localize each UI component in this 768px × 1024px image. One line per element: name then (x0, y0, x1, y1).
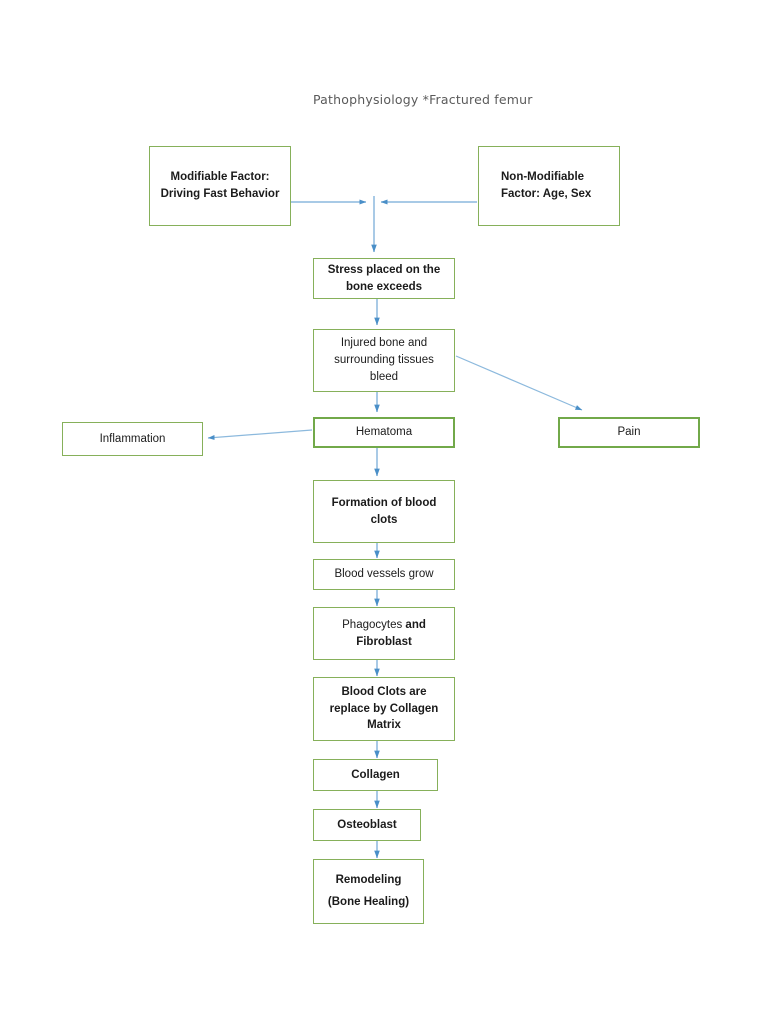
node-remodeling[interactable]: Remodeling (Bone Healing) (313, 859, 424, 924)
non-modifiable-factor-line-1: Non-Modifiable (501, 171, 585, 184)
modifiable-factor-line-2: Driving Fast Behavior (160, 188, 280, 200)
pain-label: Pain (617, 426, 641, 439)
edge-injured-bone-to-pain (455, 355, 583, 411)
page-title: Pathophysiology *Fractured femur (313, 92, 533, 107)
node-stress-on-bone[interactable]: Stress placed on the bone exceeds (313, 258, 455, 299)
collagen-label: Collagen (351, 768, 400, 781)
node-formation-of-blood-clots[interactable]: Formation of blood clots (313, 480, 455, 543)
phagocytes-regular-text: Phagocytes (342, 618, 406, 631)
node-osteoblast[interactable]: Osteoblast (313, 809, 421, 841)
node-pain[interactable]: Pain (558, 417, 700, 448)
collagen-matrix-label: Blood Clots are replace by Collagen Matr… (329, 685, 439, 732)
blood-vessels-grow-label: Blood vessels grow (334, 568, 434, 581)
edge-hematoma-to-inflammation (207, 429, 313, 440)
non-modifiable-factor-line-2: Factor: Age, Sex (501, 188, 592, 200)
injured-bone-label: Injured bone and surrounding tissues ble… (334, 337, 434, 383)
hematoma-label: Hematoma (355, 426, 413, 439)
node-collagen[interactable]: Collagen (313, 759, 438, 791)
osteoblast-label: Osteoblast (337, 818, 397, 831)
inflammation-label: Inflammation (99, 432, 166, 445)
node-non-modifiable-factor[interactable]: Non-Modifiable Factor: Age, Sex (478, 146, 620, 226)
stress-line-1: Stress placed on the (327, 263, 441, 276)
phagocytes-fibroblast-label: Phagocytes and Fibroblast (320, 617, 448, 650)
node-injured-bone[interactable]: Injured bone and surrounding tissues ble… (313, 329, 455, 392)
node-inflammation[interactable]: Inflammation (62, 422, 203, 456)
remodeling-line-1: Remodeling (335, 874, 402, 887)
formation-of-blood-clots-label: Formation of blood clots (331, 496, 437, 526)
node-hematoma[interactable]: Hematoma (313, 417, 455, 448)
node-phagocytes-fibroblast[interactable]: Phagocytes and Fibroblast (313, 607, 455, 660)
remodeling-line-2: (Bone Healing) (327, 896, 410, 908)
node-blood-vessels-grow[interactable]: Blood vessels grow (313, 559, 455, 590)
node-modifiable-factor[interactable]: Modifiable Factor: Driving Fast Behavior (149, 146, 291, 226)
stress-line-2: bone exceeds (345, 280, 423, 293)
node-collagen-matrix[interactable]: Blood Clots are replace by Collagen Matr… (313, 677, 455, 741)
fibroblast-bold-text: and Fibroblast (356, 618, 426, 648)
modifiable-factor-line-1: Modifiable Factor: (170, 171, 270, 184)
